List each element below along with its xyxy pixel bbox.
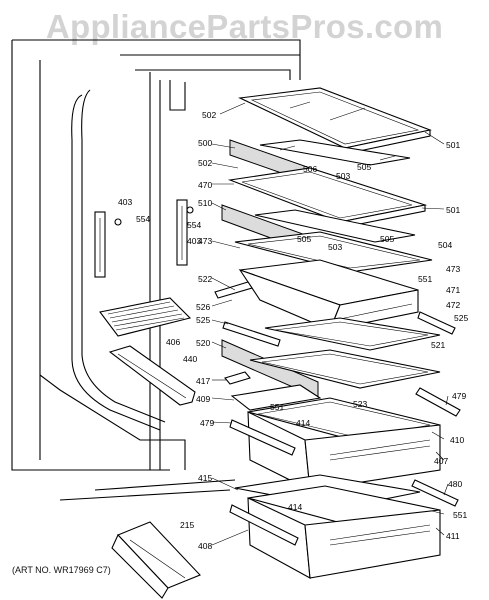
callout-526: 526	[196, 302, 210, 312]
callout-473-right: 473	[446, 264, 460, 274]
callout-409: 409	[196, 394, 210, 404]
callout-406: 406	[166, 337, 180, 347]
callout-525-left: 525	[196, 315, 210, 325]
callout-471: 471	[446, 285, 460, 295]
callout-472: 472	[446, 300, 460, 310]
callout-504: 504	[438, 240, 452, 250]
door-gasket	[71, 89, 166, 431]
shelf-ladder-left	[94, 211, 106, 278]
callout-522: 522	[198, 274, 212, 284]
callout-473-left: 473	[198, 236, 212, 246]
slide-rail-left-mid	[222, 321, 281, 347]
callout-415: 415	[198, 473, 212, 483]
callout-440: 440	[183, 354, 197, 364]
callout-551-c: 551	[453, 510, 467, 520]
door-bin	[111, 521, 201, 599]
shelf-ladder-right	[176, 199, 188, 266]
callout-408: 408	[198, 541, 212, 551]
callout-500: 500	[198, 138, 212, 148]
cabinet-outline	[11, 39, 301, 501]
screw-554-right	[186, 206, 194, 214]
drawer-rail-left-lower	[229, 504, 299, 546]
art-number: (ART NO. WR17969 C7)	[12, 565, 111, 575]
callout-554-right: 554	[187, 220, 201, 230]
crisper-drawer-upper	[247, 397, 441, 491]
callout-470: 470	[198, 180, 212, 190]
callout-403-left: 403	[118, 197, 132, 207]
watermark-text: AppliancePartsPros.com	[45, 8, 444, 45]
callout-551-b: 551	[270, 402, 284, 412]
callout-505-a: 505	[357, 162, 371, 172]
callout-414-upper: 414	[296, 418, 310, 428]
drawer-rail-right-lower	[411, 479, 459, 507]
drawer-rail-left-upper	[229, 419, 296, 456]
pan-cover-lower	[264, 317, 441, 351]
callout-510: 510	[198, 198, 212, 208]
callout-417: 417	[196, 376, 210, 386]
callout-414-lower: 414	[288, 502, 302, 512]
clip-417	[224, 371, 251, 385]
callout-411: 411	[446, 531, 460, 541]
glass-shelf-middle	[227, 167, 428, 229]
callout-502-top: 502	[202, 110, 216, 120]
vent-grille	[99, 297, 192, 337]
bracket-409	[230, 384, 322, 411]
callout-502-mid: 502	[198, 158, 212, 168]
callout-501-mid: 501	[446, 205, 460, 215]
screw-554-left	[114, 218, 122, 226]
callout-525-right: 525	[454, 313, 468, 323]
callout-480: 480	[448, 479, 462, 489]
callout-554-left: 554	[136, 214, 150, 224]
callout-479-right: 479	[452, 391, 466, 401]
callout-215: 215	[180, 520, 194, 530]
callout-410: 410	[450, 435, 464, 445]
glass-shelf-top	[238, 87, 432, 155]
callout-521: 521	[431, 340, 445, 350]
callout-501-top: 501	[446, 140, 460, 150]
callout-503-b: 503	[328, 242, 342, 252]
callout-505-b: 505	[297, 234, 311, 244]
callout-551-a: 551	[418, 274, 432, 284]
shelf-frame-lower	[221, 339, 441, 399]
trim-cover	[108, 345, 196, 406]
callout-520: 520	[196, 338, 210, 348]
callout-505-c: 505	[380, 234, 394, 244]
slide-rail-left-upper	[214, 281, 253, 299]
callout-labels: 502 501 500 502 506 505 503 470 501 403 …	[118, 110, 468, 551]
slide-rail-right-upper	[417, 311, 456, 335]
callout-479-left: 479	[200, 418, 214, 428]
crisper-drawer-lower	[247, 485, 441, 579]
callout-523: 523	[353, 399, 367, 409]
callout-407: 407	[434, 456, 448, 466]
callout-503-a: 503	[336, 171, 350, 181]
callout-506: 506	[303, 164, 317, 174]
callout-403-right: 403	[187, 236, 201, 246]
leader-lines	[211, 102, 449, 546]
